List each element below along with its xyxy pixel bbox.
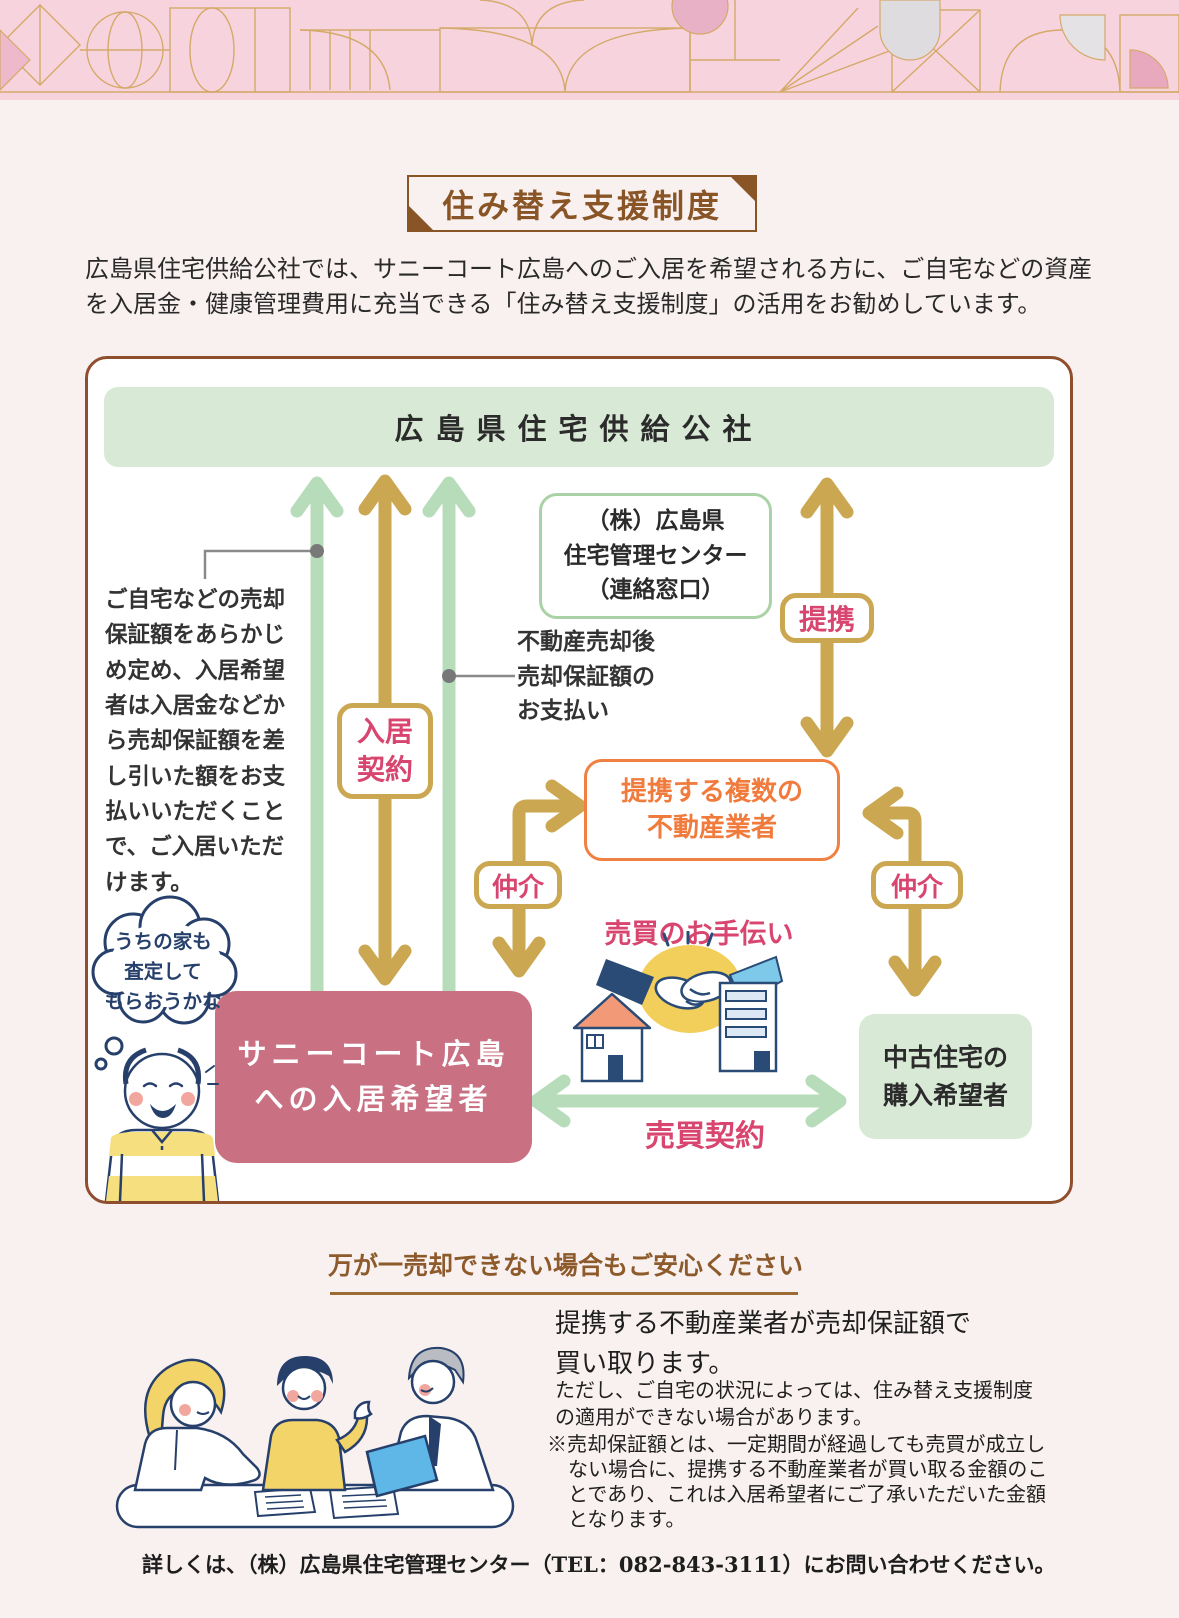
flow-diagram: 広島県住宅供給公社 （株）広島県 住宅管理センター （連絡窓口） 提携 入居 契… xyxy=(85,356,1073,1204)
callout-line-left xyxy=(203,549,317,579)
advisor-woman xyxy=(133,1358,261,1492)
assurance-statement: 提携する不動産業者が売却保証額で 買い取ります。 xyxy=(555,1309,972,1379)
heading-underline xyxy=(330,1292,798,1295)
realtors-box: 提携する複数の 不動産業者 xyxy=(584,759,840,861)
green-up-arrow-left xyxy=(290,476,344,991)
handshake-illustration xyxy=(572,931,784,1083)
management-center-box: （株）広島県 住宅管理センター （連絡窓口） xyxy=(539,493,772,619)
sale-contract-arrow xyxy=(529,1074,847,1128)
sparkle-icon xyxy=(662,931,714,947)
buyer-box: 中古住宅の 購入希望者 xyxy=(859,1014,1032,1139)
note-line: となります。 xyxy=(568,1507,686,1531)
decorative-banner xyxy=(0,0,1179,100)
partnership-label: 提携 xyxy=(780,593,874,643)
assurance-note: ※売却保証額とは、一定期間が経過しても売買が成立し ない場合に、提携する不動産業… xyxy=(547,1432,1047,1532)
payment-note: 不動産売却後 売却保証額の お支払い xyxy=(517,629,655,724)
contact-footer: 詳しくは、（株）広島県住宅管理センター（TEL：082-843-3111）にお問… xyxy=(142,1552,1056,1577)
speech-bubble-text: うちの家も 査定して もらおうかな xyxy=(104,930,222,1014)
table xyxy=(115,1483,515,1529)
speech-bubble xyxy=(91,895,238,1071)
badge-corner-top-right xyxy=(731,177,755,201)
assurance-caveat: ただし、ご自宅の状況によっては、住み替え支援制度 の適用ができない場合があります… xyxy=(555,1378,1033,1429)
callout-dot-right xyxy=(442,669,456,683)
house-icon xyxy=(572,992,652,1083)
brokerage-arrow-right xyxy=(862,786,942,997)
applicant-box: サニーコート広島 への入居希望者 xyxy=(215,991,532,1163)
green-up-arrow-right xyxy=(422,476,476,991)
title-badge: 住み替え支援制度 xyxy=(407,175,757,232)
intro-paragraph: 広島県住宅供給公社では、サニーコート広島へのご入居を希望される方に、ご自宅などの… xyxy=(85,255,1093,318)
assurance-heading: 万が一売却できない場合もご安心ください xyxy=(328,1251,804,1280)
building-icon xyxy=(718,981,778,1073)
old-man xyxy=(104,1047,220,1201)
brokerage-label-left: 仲介 xyxy=(474,861,562,909)
sale-help-label: 売買のお手伝い xyxy=(604,919,794,950)
note-line: ない場合に、提携する不動産業者が買い取る金額のこ xyxy=(568,1457,1048,1481)
handshake-icon xyxy=(596,945,784,1033)
note-line: とであり、これは入居希望者にご了承いただいた金額 xyxy=(568,1482,1046,1506)
page-title: 住み替え支援制度 xyxy=(441,186,722,225)
tenancy-contract-label: 入居 契約 xyxy=(337,703,433,799)
corporation-box: 広島県住宅供給公社 xyxy=(104,387,1054,467)
client-man xyxy=(261,1356,373,1492)
brokerage-arrow-left xyxy=(492,779,587,978)
consultation-illustration xyxy=(115,1346,515,1529)
sale-contract-label: 売買契約 xyxy=(645,1119,765,1154)
callout-dot-left xyxy=(310,544,324,558)
advisor-man xyxy=(365,1346,495,1498)
sale-guarantee-note: ご自宅などの売却保証額をあらかじめ定め、入居希望者は入居金などから売却保証額を差… xyxy=(105,587,286,896)
resident-illustration xyxy=(91,895,238,1201)
note-line: ※売却保証額とは、一定期間が経過しても売買が成立し xyxy=(547,1432,1046,1456)
brokerage-label-right: 仲介 xyxy=(871,861,963,909)
badge-corner-bottom-left xyxy=(409,206,433,230)
